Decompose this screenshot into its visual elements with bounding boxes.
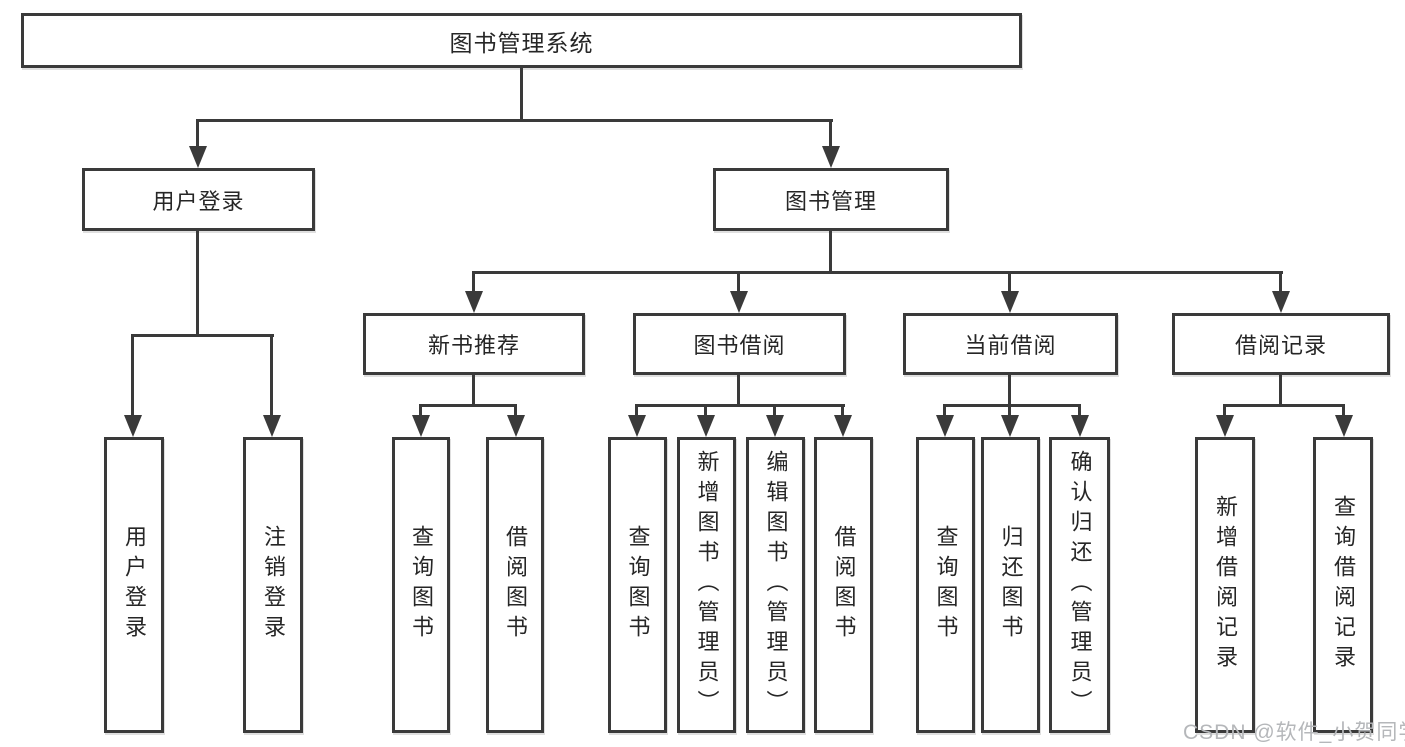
connector-stem bbox=[773, 404, 776, 420]
leaf-borrowing-borrow-books-label: 借阅图书 bbox=[831, 525, 857, 645]
connector-stem bbox=[1008, 404, 1011, 420]
connector-stem bbox=[1078, 404, 1081, 420]
node-root: 图书管理系统 bbox=[21, 13, 1022, 68]
connector-stem bbox=[704, 404, 707, 420]
connector-current-borrowing-bar bbox=[943, 404, 1081, 407]
connector-stem bbox=[841, 404, 844, 420]
arrow-down-icon bbox=[412, 415, 430, 437]
leaf-query-borrow-record-label: 查询借阅记录 bbox=[1331, 495, 1356, 675]
leaf-newbooks-borrow-books-label: 借阅图书 bbox=[503, 525, 528, 645]
connector-user-login-bar bbox=[131, 334, 274, 337]
node-book-borrowing-label: 图书借阅 bbox=[693, 333, 786, 358]
arrow-down-icon bbox=[822, 146, 840, 168]
connector-stem-book-borrowing bbox=[737, 271, 740, 296]
leaf-current-query-books: 查询图书 bbox=[916, 437, 975, 733]
connector-stem-leaf-user-login bbox=[131, 334, 134, 420]
connector-stem bbox=[419, 404, 422, 420]
leaf-return-books-label: 归还图书 bbox=[998, 525, 1024, 645]
leaf-borrowing-borrow-books: 借阅图书 bbox=[814, 437, 873, 733]
leaf-newbooks-query-books-label: 查询图书 bbox=[409, 525, 434, 645]
node-book-management-label: 图书管理 bbox=[784, 188, 877, 214]
arrow-down-icon bbox=[1071, 415, 1089, 437]
connector-stem bbox=[514, 404, 517, 420]
arrow-down-icon bbox=[834, 415, 852, 437]
connector-stem bbox=[1342, 404, 1345, 420]
arrow-down-icon bbox=[124, 415, 142, 437]
leaf-current-query-books-label: 查询图书 bbox=[933, 525, 959, 645]
leaf-query-borrow-record: 查询借阅记录 bbox=[1313, 437, 1373, 733]
arrow-down-icon bbox=[189, 146, 207, 168]
csdn-watermark: CSDN @软件_小贺同学 bbox=[1183, 721, 1405, 744]
node-book-management: 图书管理 bbox=[713, 168, 949, 231]
leaf-borrowing-query-books-label: 查询图书 bbox=[625, 525, 651, 645]
arrow-down-icon bbox=[465, 291, 483, 313]
connector-stem-current-borrowing bbox=[1008, 271, 1011, 296]
connector-stem-user-login bbox=[196, 119, 199, 154]
leaf-logout: 注销登录 bbox=[243, 437, 303, 733]
connector-stem bbox=[635, 404, 638, 420]
node-book-borrowing: 图书借阅 bbox=[633, 313, 846, 375]
node-current-borrowing: 当前借阅 bbox=[903, 313, 1118, 375]
node-user-login-label: 用户登录 bbox=[152, 188, 245, 214]
leaf-confirm-return-admin: 确认归还（管理员） bbox=[1049, 437, 1110, 733]
leaf-edit-books-admin: 编辑图书（管理员） bbox=[746, 437, 805, 733]
arrow-down-icon bbox=[936, 415, 954, 437]
connector-borrowing-records-bar bbox=[1223, 404, 1345, 407]
connector-book-borrowing-bar bbox=[635, 404, 845, 407]
connector-stem bbox=[943, 404, 946, 420]
leaf-add-borrow-record: 新增借阅记录 bbox=[1195, 437, 1255, 733]
leaf-add-books-admin: 新增图书（管理员） bbox=[677, 437, 736, 733]
leaf-return-books: 归还图书 bbox=[981, 437, 1040, 733]
node-new-book-recommend-label: 新书推荐 bbox=[427, 333, 520, 358]
leaf-newbooks-borrow-books: 借阅图书 bbox=[486, 437, 544, 733]
connector-book-borrowing-stub bbox=[737, 373, 740, 407]
connector-stem-leaf-logout bbox=[270, 334, 273, 420]
connector-new-book-recommend-bar bbox=[419, 404, 517, 407]
node-borrowing-records-label: 借阅记录 bbox=[1234, 333, 1327, 358]
leaf-user-login-label: 用户登录 bbox=[122, 525, 147, 645]
connector-stem bbox=[1223, 404, 1226, 420]
connector-level1-bar bbox=[196, 119, 833, 122]
leaf-add-borrow-record-label: 新增借阅记录 bbox=[1213, 495, 1238, 675]
connector-stem-borrowing-records bbox=[1279, 271, 1282, 296]
connector-level2-bar bbox=[472, 271, 1283, 274]
node-root-label: 图书管理系统 bbox=[449, 29, 594, 56]
connector-current-borrowing-stub bbox=[1008, 373, 1011, 407]
arrow-down-icon bbox=[1272, 291, 1290, 313]
arrow-down-icon bbox=[507, 415, 525, 437]
arrow-down-icon bbox=[1001, 415, 1019, 437]
connector-new-book-recommend-stub bbox=[472, 373, 475, 407]
leaf-borrowing-query-books: 查询图书 bbox=[608, 437, 667, 733]
arrow-down-icon bbox=[1335, 415, 1353, 437]
connector-stem-new-book-recommend bbox=[472, 271, 475, 296]
node-current-borrowing-label: 当前借阅 bbox=[964, 333, 1057, 358]
leaf-user-login: 用户登录 bbox=[104, 437, 164, 733]
connector-stem-book-management bbox=[829, 119, 832, 154]
node-new-book-recommend: 新书推荐 bbox=[363, 313, 585, 375]
arrow-down-icon bbox=[628, 415, 646, 437]
connector-user-login-stub bbox=[196, 229, 199, 337]
connector-borrowing-records-stub bbox=[1279, 373, 1282, 407]
arrow-down-icon bbox=[1001, 291, 1019, 313]
connector-book-management-stub bbox=[829, 229, 832, 274]
leaf-add-books-admin-label: 新增图书（管理员） bbox=[694, 450, 720, 720]
arrow-down-icon bbox=[730, 291, 748, 313]
node-user-login: 用户登录 bbox=[82, 168, 315, 231]
connector-root-stub bbox=[520, 66, 523, 122]
arrow-down-icon bbox=[263, 415, 281, 437]
leaf-newbooks-query-books: 查询图书 bbox=[392, 437, 450, 733]
leaf-logout-label: 注销登录 bbox=[261, 525, 286, 645]
arrow-down-icon bbox=[1216, 415, 1234, 437]
node-borrowing-records: 借阅记录 bbox=[1172, 313, 1390, 375]
leaf-confirm-return-admin-label: 确认归还（管理员） bbox=[1067, 450, 1093, 720]
arrow-down-icon bbox=[697, 415, 715, 437]
arrow-down-icon bbox=[766, 415, 784, 437]
leaf-edit-books-admin-label: 编辑图书（管理员） bbox=[763, 450, 789, 720]
